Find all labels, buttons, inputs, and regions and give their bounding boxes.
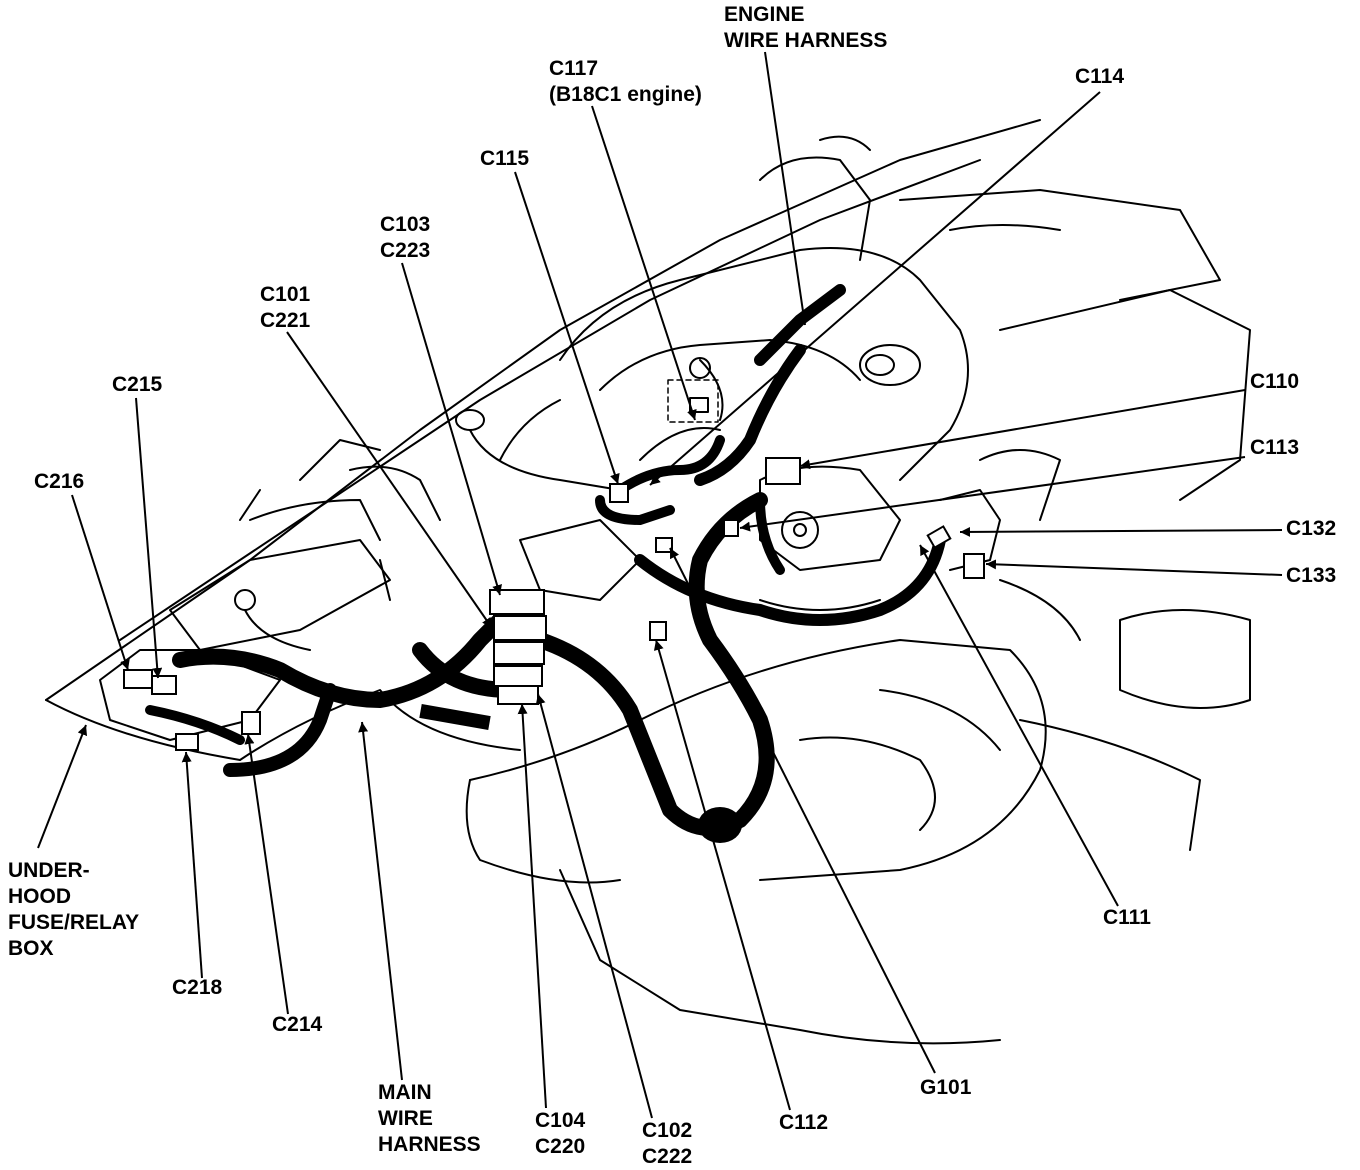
label-c216: C216 bbox=[34, 470, 85, 493]
label-c218: C218 bbox=[172, 976, 223, 999]
label-c102-c222: C102 C222 bbox=[642, 1119, 693, 1168]
label-c113: C113 bbox=[1250, 436, 1300, 459]
label-c115: C115 bbox=[480, 147, 530, 170]
leader-c104 bbox=[517, 703, 547, 1109]
label-underhood-fuse-relay-box: UNDER- HOOD FUSE/RELAY BOX bbox=[8, 859, 140, 960]
leader-c215 bbox=[135, 397, 163, 679]
leader-engine-harness bbox=[764, 51, 809, 326]
leader-c113 bbox=[739, 456, 1246, 532]
leader-fusebox bbox=[37, 724, 88, 849]
leader-c111 bbox=[919, 544, 1119, 907]
leader-c117 bbox=[591, 105, 697, 421]
leader-c115 bbox=[514, 171, 620, 485]
leader-c214 bbox=[244, 733, 289, 1015]
leader-c103 bbox=[401, 262, 502, 596]
label-engine-wire-harness: ENGINE WIRE HARNESS bbox=[724, 3, 888, 52]
leader-c112 bbox=[653, 639, 791, 1111]
leader-c218 bbox=[181, 751, 203, 979]
battery bbox=[169, 539, 391, 651]
label-c101-c221: C101 C221 bbox=[260, 283, 311, 332]
label-c110: C110 bbox=[1250, 370, 1300, 393]
leader-c133 bbox=[985, 559, 1283, 576]
leader-c110 bbox=[799, 389, 1246, 470]
label-c111: C111 bbox=[1103, 906, 1151, 929]
label-c132: C132 bbox=[1286, 517, 1337, 540]
transaxle bbox=[469, 639, 1047, 881]
label-c117: C117 (B18C1 engine) bbox=[549, 57, 702, 106]
leader-c101 bbox=[286, 331, 493, 629]
label-c114: C114 bbox=[1075, 65, 1125, 88]
engine-block bbox=[559, 247, 969, 481]
label-main-wire-harness: MAIN WIRE HARNESS bbox=[378, 1081, 481, 1156]
label-c103-c223: C103 C223 bbox=[380, 213, 431, 262]
leader-main-harness bbox=[358, 721, 403, 1081]
leader-c132 bbox=[959, 526, 1283, 537]
leader-c216 bbox=[71, 494, 130, 671]
leader-g101 bbox=[669, 547, 936, 1074]
label-c133: C133 bbox=[1286, 564, 1337, 587]
label-g101: G101 bbox=[920, 1076, 972, 1099]
leader-c102 bbox=[535, 693, 653, 1119]
label-c215: C215 bbox=[112, 373, 163, 396]
fuse-box bbox=[99, 649, 281, 741]
label-c112: C112 bbox=[779, 1111, 829, 1134]
leader-c114 bbox=[649, 91, 1101, 486]
label-c104-c220: C104 C220 bbox=[535, 1109, 586, 1158]
label-c214: C214 bbox=[272, 1013, 323, 1036]
